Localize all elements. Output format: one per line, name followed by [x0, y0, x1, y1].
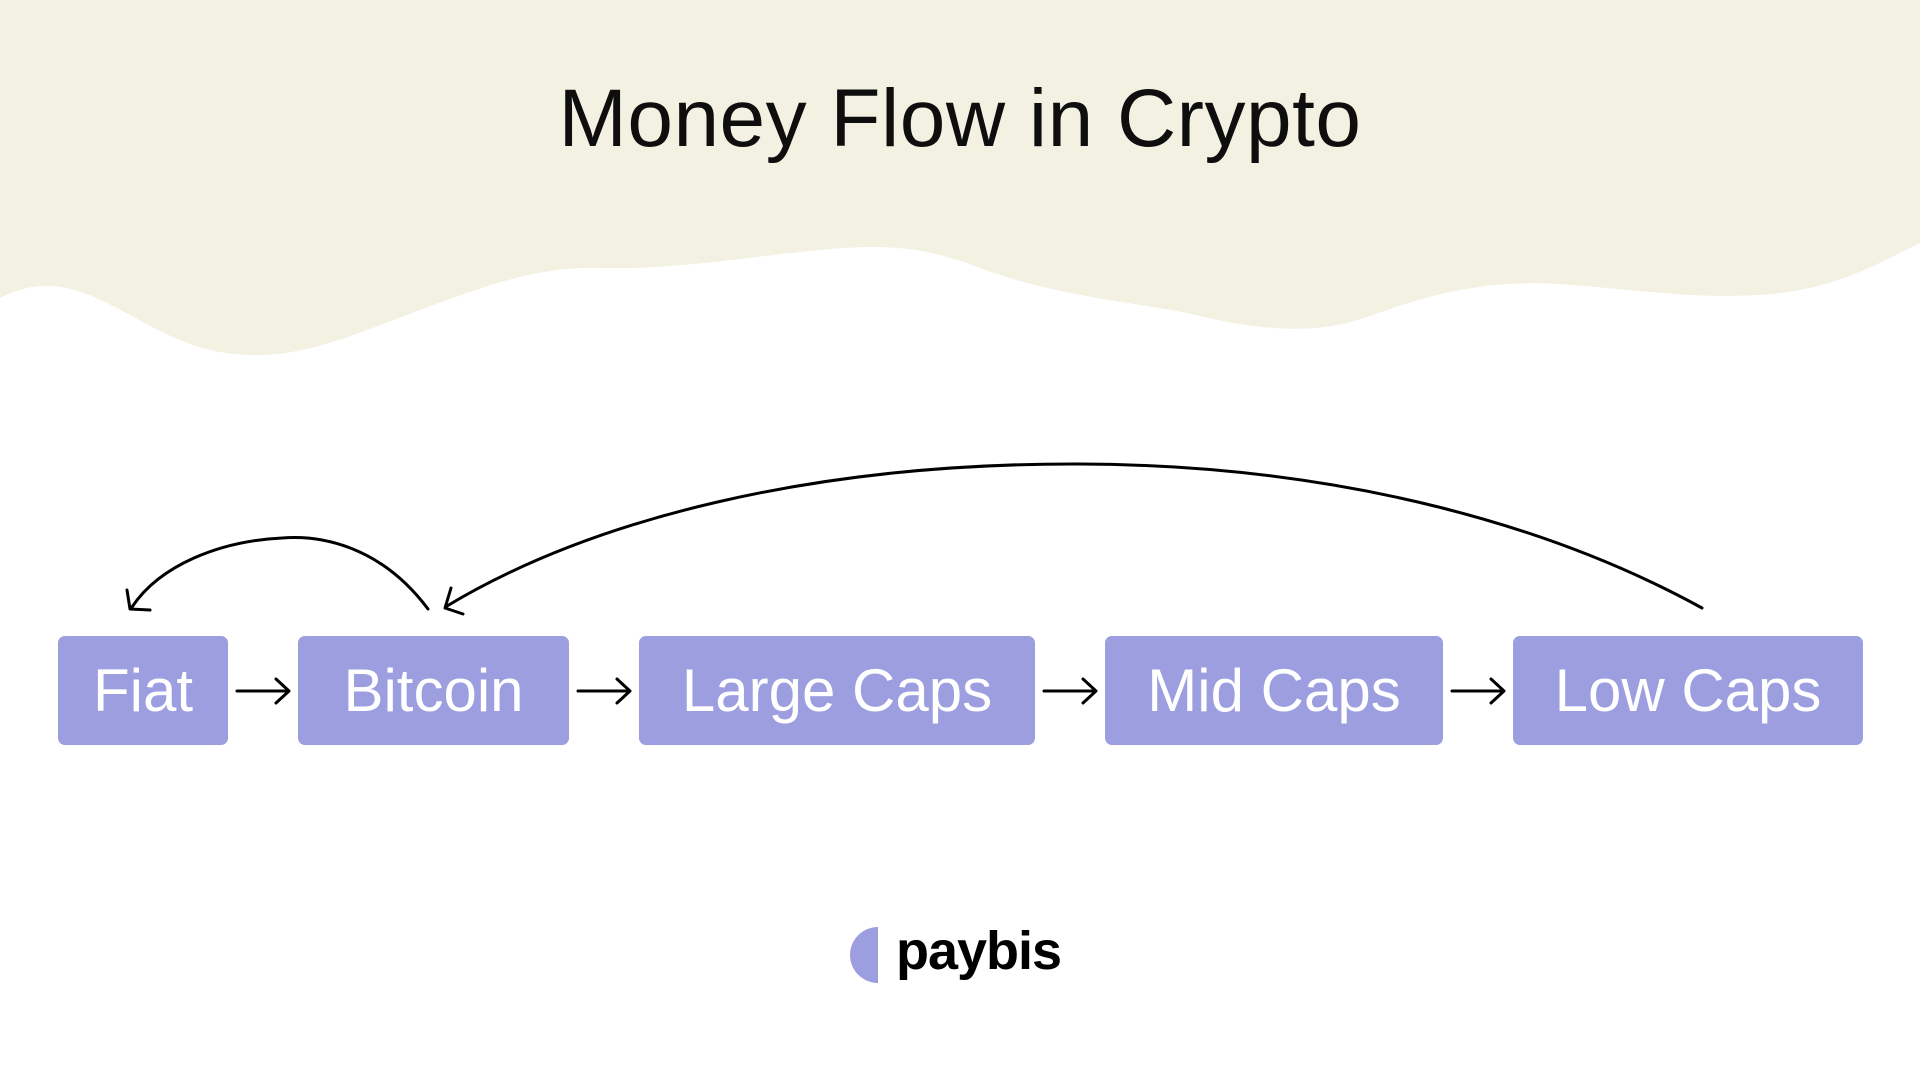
curved-arrow-low-caps-to-bitcoin — [443, 462, 1704, 616]
paybis-logo: paybis — [850, 921, 1062, 985]
diagram-title: Money Flow in Crypto — [558, 73, 1362, 164]
curved-arrow-bitcoin-to-fiat — [125, 536, 430, 612]
arrow-fiat-to-bitcoin — [235, 677, 291, 705]
node-mid-caps: Mid Caps — [1105, 636, 1443, 745]
node-bitcoin-label: Bitcoin — [343, 657, 524, 724]
header-wave-shape — [0, 0, 1920, 356]
node-large-caps-label: Large Caps — [681, 657, 993, 724]
node-mid-caps-label: Mid Caps — [1147, 657, 1401, 724]
node-fiat: Fiat — [58, 636, 228, 745]
node-large-caps: Large Caps — [639, 636, 1035, 745]
arrow-mid-caps-to-low-caps — [1450, 677, 1506, 705]
header-wave-background — [0, 0, 1920, 356]
brand-name: paybis — [896, 921, 1062, 981]
node-low-caps-label: Low Caps — [1554, 657, 1822, 724]
node-fiat-label: Fiat — [92, 657, 194, 724]
arrow-bitcoin-to-large-caps — [576, 677, 632, 705]
node-bitcoin: Bitcoin — [298, 636, 569, 745]
half-circle-icon — [850, 927, 878, 983]
node-low-caps: Low Caps — [1513, 636, 1863, 745]
arrow-large-caps-to-mid-caps — [1042, 677, 1098, 705]
